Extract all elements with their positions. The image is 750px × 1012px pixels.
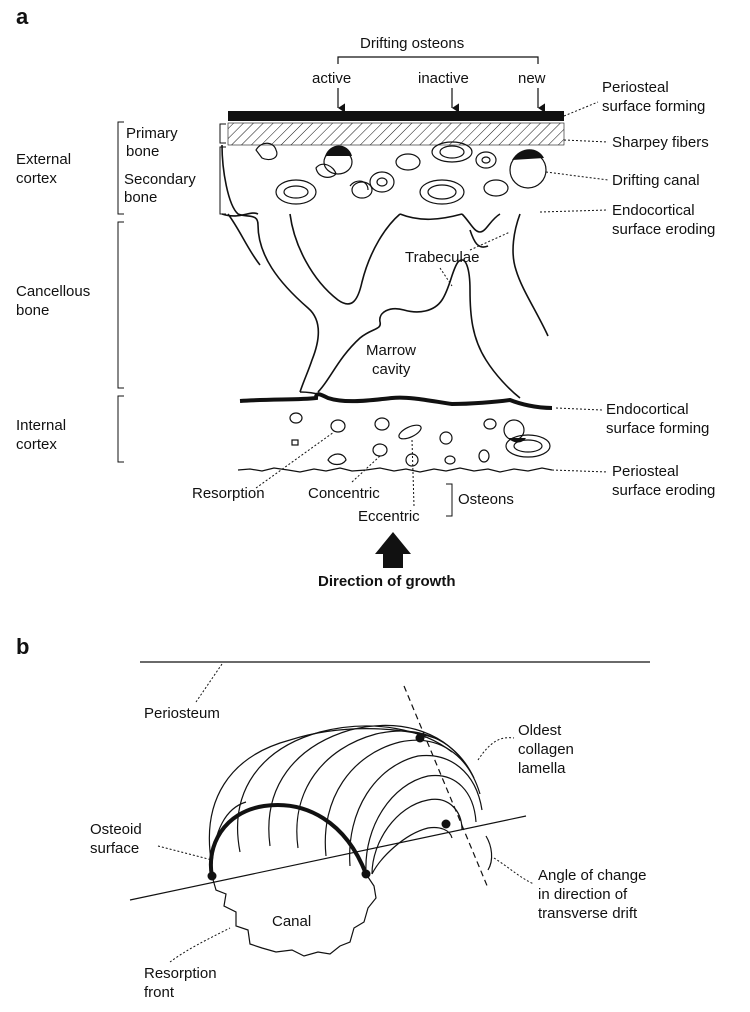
marrow-label-1: Marrow <box>366 342 416 359</box>
direction-of-growth-label: Direction of growth <box>318 573 456 590</box>
dashed-axis <box>403 685 489 889</box>
endocortical-eroding-label-2: surface eroding <box>612 221 715 238</box>
resorption-leader <box>255 431 335 489</box>
periosteal-eroding-label-1: Periosteal <box>612 463 679 480</box>
periosteal-surface-bar <box>228 111 564 121</box>
endocortical-forming-label-2: surface forming <box>606 420 709 437</box>
periosteal-eroding-label-2: surface eroding <box>612 482 715 499</box>
angle-arc <box>485 835 493 871</box>
osteoid-surface-label-1: Osteoid <box>90 821 142 838</box>
trabecula-right <box>512 213 549 337</box>
new-label: new <box>518 70 546 87</box>
canal-outline <box>211 873 377 957</box>
trab-right-top <box>461 213 501 233</box>
periosteum-leader <box>195 663 223 703</box>
periosteal-forming-label-2: surface forming <box>602 98 705 115</box>
secondary-bone-label-1: Secondary <box>124 171 196 188</box>
canal-label: Canal <box>272 913 311 930</box>
drifting-osteons-bracket <box>337 56 539 64</box>
oldest-lamella-label-1: Oldest <box>518 722 562 739</box>
drift-line <box>129 815 527 901</box>
trabecula-center-left <box>289 213 401 305</box>
resorption-front-label-2: front <box>144 984 175 1001</box>
angle-label-1: Angle of change <box>538 867 646 884</box>
panel-b-label: b <box>16 634 29 659</box>
lamella-dot-top <box>415 733 425 743</box>
endocortical-forming-line <box>239 392 553 410</box>
sharpey-fibers-label: Sharpey fibers <box>612 134 709 151</box>
ecortex-edge <box>221 212 259 217</box>
secondary-bracket <box>219 146 226 215</box>
angle-label-2: in direction of <box>538 886 628 903</box>
marrow-cavity-left <box>317 321 382 393</box>
periosteum-label: Periosteum <box>144 705 220 722</box>
oldest-lamella-leader <box>477 737 515 761</box>
growth-arrow <box>375 532 411 568</box>
cancellous-bracket <box>117 221 124 389</box>
lamella-dot-bottom <box>441 819 451 829</box>
osteoid-surface-label-2: surface <box>90 840 139 857</box>
angle-label-3: transverse drift <box>538 905 638 922</box>
oldest-lamella-label-3: lamella <box>518 760 566 777</box>
periosteal-eroding-line <box>237 467 553 473</box>
resorption-label: Resorption <box>192 485 265 502</box>
resorption-front-leader <box>169 927 231 963</box>
drifting-osteons-label: Drifting osteons <box>360 35 464 52</box>
primary-bracket <box>219 123 226 144</box>
drifting-canal-label: Drifting canal <box>612 172 700 189</box>
endocortical-eroding-label-1: Endocortical <box>612 202 695 219</box>
cancellous-bone-label-1: Cancellous <box>16 283 90 300</box>
trab-right-loop <box>469 229 489 248</box>
trab-top <box>399 213 463 221</box>
lamellae <box>208 724 483 875</box>
internal-cortex-label-2: cortex <box>16 436 57 453</box>
periosteal-forming-leader <box>563 101 599 117</box>
internal-cortex-label-1: Internal <box>16 417 66 434</box>
sharpey-fibers-band <box>227 122 565 146</box>
internal-cortex-osteons <box>289 412 551 467</box>
marrow-label-2: cavity <box>372 361 411 378</box>
osteons-bracket <box>446 483 453 517</box>
trab-left-lower <box>227 213 261 266</box>
trabeculae-leader-2 <box>469 231 511 251</box>
external-cortex-label-2: cortex <box>16 170 57 187</box>
endocortical-forming-label-1: Endocortical <box>606 401 689 418</box>
eccentric-leader <box>411 439 415 507</box>
secondary-bone-label-2: bone <box>124 189 157 206</box>
external-bracket <box>117 121 124 215</box>
cancellous-left-trabecula <box>221 144 320 393</box>
drifting-canal-leader <box>545 171 609 181</box>
angle-leader <box>493 857 535 885</box>
endocortical-forming-leader <box>555 407 603 411</box>
panel-a-label: a <box>16 4 29 29</box>
inactive-label: inactive <box>418 70 469 87</box>
primary-bone-label-1: Primary <box>126 125 178 142</box>
concentric-label: Concentric <box>308 485 380 502</box>
internal-bracket <box>117 395 124 463</box>
periosteal-forming-label-1: Periosteal <box>602 79 669 96</box>
osteons-label: Osteons <box>458 491 514 508</box>
trabeculae-label: Trabeculae <box>405 249 480 266</box>
marrow-cavity-right <box>379 259 521 399</box>
osteoid-surface-arc <box>208 803 368 877</box>
eccentric-label: Eccentric <box>358 508 420 525</box>
secondary-osteons <box>255 141 547 205</box>
sharpey-leader <box>563 139 609 143</box>
cancellous-bone-label-2: bone <box>16 302 49 319</box>
osteoid-surface-leader <box>157 845 213 861</box>
oldest-lamella-label-2: collagen <box>518 741 574 758</box>
primary-bone-label-2: bone <box>126 143 159 160</box>
external-cortex-label-1: External <box>16 151 71 168</box>
resorption-front-label-1: Resorption <box>144 965 217 982</box>
active-label: active <box>312 70 351 87</box>
endocortical-eroding-leader <box>539 209 609 213</box>
periosteal-eroding-leader <box>551 469 609 473</box>
